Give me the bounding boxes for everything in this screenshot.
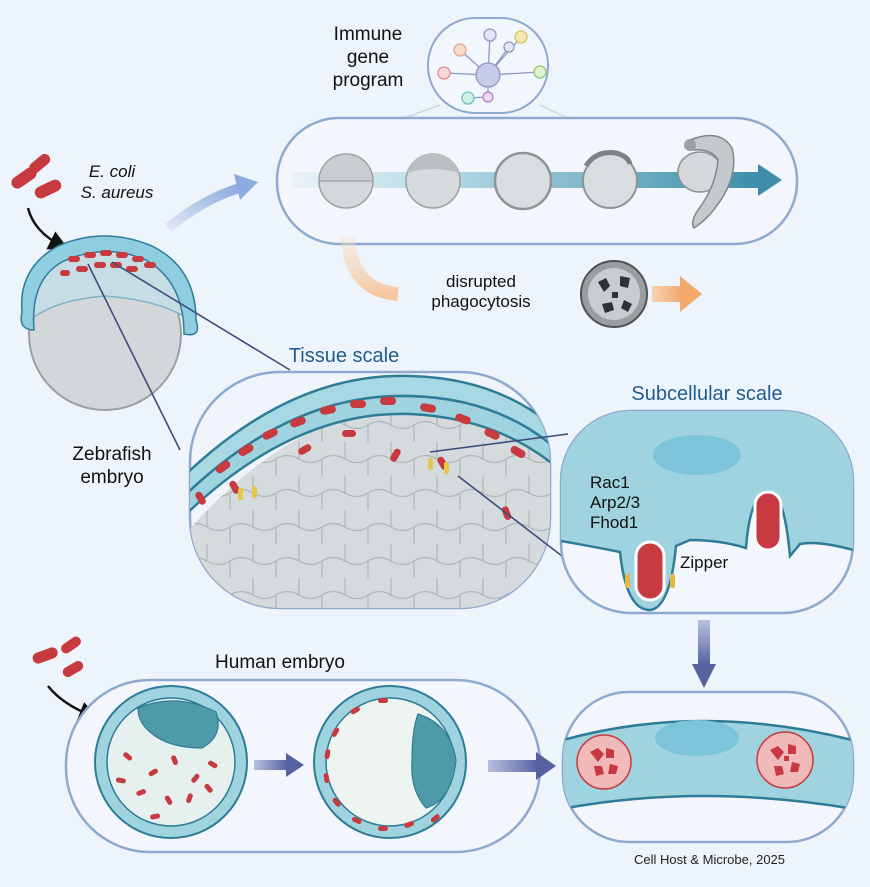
to-cell-arrow-head	[536, 752, 556, 780]
infection-arrow	[26, 207, 69, 250]
development-arrow-head	[758, 164, 782, 196]
human-stage-arrow-shaft	[254, 760, 288, 770]
immune-gene-program: Immune gene program	[333, 17, 601, 136]
embryo-stage-4	[582, 150, 638, 209]
to-development-arrow	[164, 183, 242, 232]
blastocyst-1	[94, 685, 248, 839]
embryo-stage-1	[318, 153, 374, 209]
subcellular-scale-title: Subcellular scale	[631, 383, 782, 405]
vacuole-right	[756, 731, 814, 789]
down-arrow-shaft	[698, 620, 710, 666]
to-cell-arrow-shaft	[488, 760, 538, 772]
zoom-line-left	[87, 263, 181, 451]
vacuole-left	[576, 734, 632, 790]
human-embryo-title: Human embryo	[215, 652, 345, 673]
gene-network-icon	[437, 28, 547, 105]
embryo-stage-2	[405, 153, 461, 209]
citation-credit: Cell Host & Microbe, 2025	[634, 852, 785, 867]
bacteria-group-bottom	[32, 636, 84, 677]
protein-label-fhod1: Fhod1	[590, 513, 638, 532]
down-arrow-head	[692, 664, 716, 688]
zebrafish-label-line2: embryo	[80, 467, 143, 488]
protein-label-rac1: Rac1	[590, 473, 630, 492]
immune-label-line3: program	[333, 70, 404, 91]
bacteria-group-top	[11, 153, 62, 199]
disrupted-branch-arrow	[341, 235, 399, 301]
zipper-label: Zipper	[680, 553, 729, 572]
development-panel	[275, 116, 799, 246]
bacteria-label-line1: E. coli	[89, 162, 137, 181]
zoom-line-right	[111, 261, 291, 371]
zebrafish-embryo-illustration	[20, 235, 199, 411]
blastocyst-2	[313, 685, 467, 839]
disrupted-arrow-head	[680, 276, 702, 312]
disrupted-arrow-shaft	[652, 286, 682, 302]
bacteria-label-line2: S. aureus	[81, 183, 154, 202]
dead-embryo-icon	[580, 260, 648, 328]
tissue-scale-title: Tissue scale	[289, 345, 399, 367]
zoom-line-sub-top	[429, 433, 569, 453]
zebrafish-label-line1: Zebrafish	[72, 444, 151, 465]
immune-label-line1: Immune	[334, 24, 403, 45]
zoom-line-sub-bottom	[457, 475, 576, 567]
human-embryo-panel	[64, 678, 542, 854]
protein-label-arp23: Arp2/3	[590, 493, 640, 512]
disrupted-label-line1: disrupted	[446, 272, 516, 291]
human-stage-arrow-head	[286, 753, 304, 777]
immune-label-line2: gene	[347, 47, 389, 68]
tissue-bacteria	[195, 397, 526, 520]
to-development-arrowhead	[234, 174, 258, 200]
internalized-bacteria-panel	[561, 690, 855, 844]
tissue-zipper-marks	[238, 458, 449, 500]
disrupted-label-line2: phagocytosis	[431, 292, 530, 311]
tissue-scale-panel	[188, 370, 552, 610]
subcellular-scale-panel	[559, 409, 855, 615]
gene-network-bubble	[357, 17, 601, 136]
embryo-stage-3	[493, 151, 553, 211]
embryo-stage-5	[677, 134, 735, 230]
